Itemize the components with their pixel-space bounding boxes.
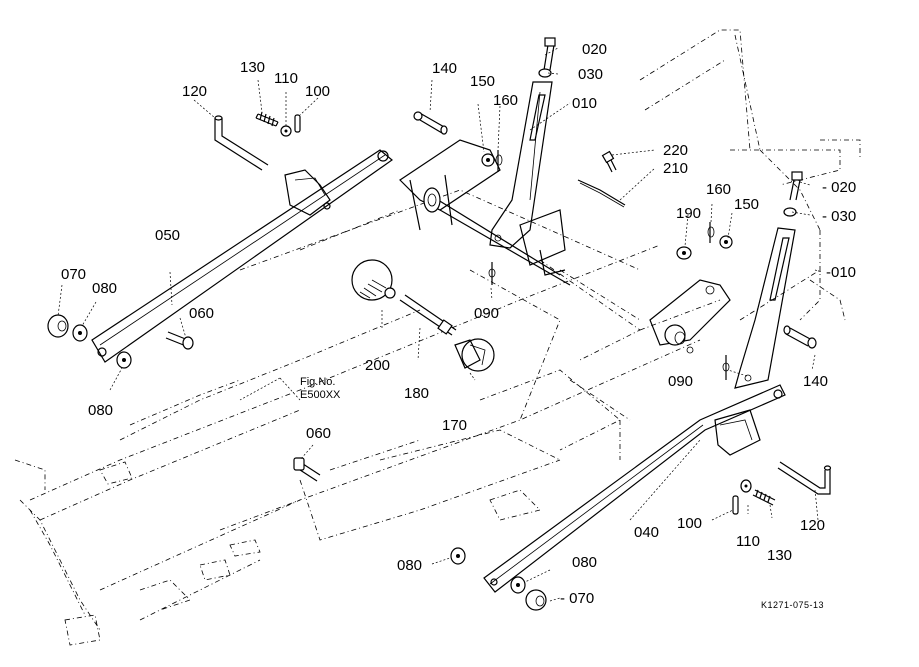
figure-label-line1: Fig.No. [300, 376, 336, 388]
lever-040 [483, 384, 786, 593]
callout-040: 040 [634, 524, 660, 541]
pin-140-top [413, 111, 448, 135]
callout-220: 220 [663, 142, 689, 159]
bolt-060-left [165, 331, 194, 350]
nut-030-right [783, 207, 797, 217]
cotter-090-right [722, 355, 730, 380]
washer-080-left-b [116, 351, 132, 369]
washer-190 [676, 246, 692, 260]
callout-130-top: 130 [240, 59, 266, 76]
chassis-frame [14, 29, 861, 646]
knob-170 [454, 338, 495, 372]
callout-140-top: 140 [432, 60, 458, 77]
cotter-160-top [495, 150, 503, 172]
callout-080-bottom-b: 080 [572, 554, 598, 571]
cotter-090-top [488, 262, 496, 285]
bolt-020-top [543, 37, 556, 71]
callout-050: 050 [155, 227, 181, 244]
pin-120-bottom [777, 461, 832, 495]
bolt-020-right [789, 171, 803, 201]
callout-090-right: 090 [668, 373, 694, 390]
leader-lines [57, 47, 823, 602]
figure-label-line2: E500XX [300, 389, 341, 401]
callout-070-left: 070 [61, 266, 87, 283]
bolt-220 [601, 150, 617, 173]
callout-110-top: 110 [274, 70, 298, 87]
callout-130-bottom: 130 [767, 547, 793, 564]
figure-number-label: Fig.No. E500XX [300, 376, 340, 402]
spring-130-bottom [752, 489, 776, 506]
callout-210: 210 [663, 160, 689, 177]
callout-160-right: 160 [706, 181, 732, 198]
callout-010-right: -010 [826, 264, 857, 281]
callout-080-bottom-a: 080 [397, 557, 423, 574]
washer-110-top [280, 125, 292, 137]
washer-150-top [481, 153, 495, 167]
callout-010-top: 010 [572, 95, 598, 112]
pin-100-top [294, 114, 301, 133]
nut-070-bottom [525, 589, 547, 611]
callout-060-bottom: 060 [306, 425, 332, 442]
callout-030-top: 030 [578, 66, 604, 83]
callout-190: 190 [676, 205, 702, 222]
center-bracket [399, 139, 571, 286]
callout-060-left: 060 [189, 305, 215, 322]
washer-110-bottom [740, 479, 752, 493]
callout-170: 170 [442, 417, 468, 434]
nut-070-left [47, 314, 69, 338]
callout-120-bottom: 120 [800, 517, 826, 534]
spring-plate-210 [577, 179, 626, 208]
washer-080-bottom-b [510, 576, 526, 594]
callout-150-top: 150 [470, 73, 496, 90]
callout-080-left-a: 080 [92, 280, 118, 297]
washer-080-bottom-a [450, 547, 466, 565]
callout-120-top: 120 [182, 83, 208, 100]
plate-010-top [489, 81, 553, 249]
callout-070-bottom: - 070 [560, 590, 595, 607]
callout-100-bottom: 100 [677, 515, 703, 532]
pin-140-right [783, 325, 817, 349]
knob-200 [351, 259, 396, 301]
callout-150-right: 150 [734, 196, 760, 213]
pin-120-top [214, 115, 269, 171]
callout-110-bottom: 110 [736, 533, 760, 550]
callout-030-right: - 030 [822, 208, 857, 225]
callout-160-top: 160 [493, 92, 519, 109]
lever-050 [91, 149, 393, 363]
callout-020-top: 020 [582, 41, 608, 58]
plate-010-right [734, 227, 796, 389]
washer-150-right [719, 235, 733, 249]
callout-180: 180 [404, 385, 430, 402]
callout-100-top: 100 [305, 83, 331, 100]
bolt-060-bottom [293, 457, 321, 482]
callout-020-right: - 020 [822, 179, 857, 196]
drawing-code: K1271-075-13 [761, 600, 825, 610]
callout-140-right: 140 [803, 373, 829, 390]
shaft-180 [399, 294, 457, 336]
callout-080-left-b: 080 [88, 402, 114, 419]
right-bracket [649, 279, 731, 354]
nut-030-top [538, 68, 552, 78]
callout-200: 200 [365, 357, 391, 374]
washer-080-left-a [72, 324, 88, 342]
callout-090-top: 090 [474, 305, 500, 322]
pin-100-bottom [732, 495, 739, 515]
spring-130-top [255, 111, 279, 127]
cotter-160-right [707, 222, 715, 243]
